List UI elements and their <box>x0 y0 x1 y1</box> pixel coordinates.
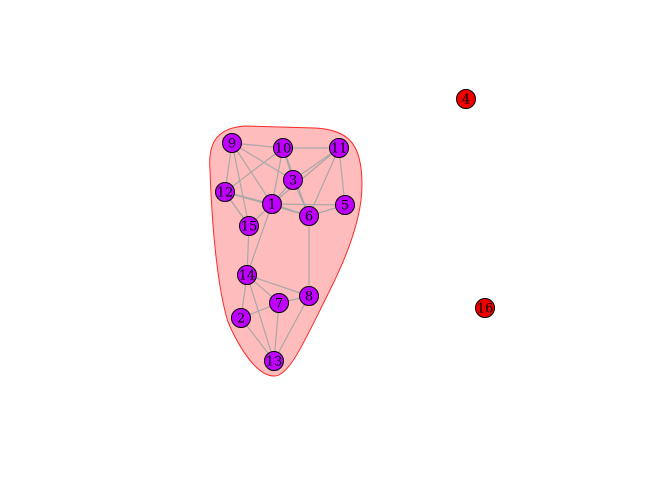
node-15: 15 <box>239 216 259 236</box>
node-label-7: 7 <box>275 297 283 312</box>
node-circle-7 <box>269 293 289 313</box>
node-8: 8 <box>299 286 319 306</box>
node-circle-8 <box>299 286 319 306</box>
node-13: 13 <box>264 351 284 371</box>
edge-9-1 <box>231 142 273 205</box>
node-circle-14 <box>237 265 257 285</box>
edge-9-3 <box>231 142 294 181</box>
node-label-3: 3 <box>289 174 297 189</box>
edge-8-13 <box>273 295 310 362</box>
node-circle-15 <box>239 216 259 236</box>
edge-1-14 <box>246 203 273 276</box>
node-16: 16 <box>475 298 495 318</box>
node-label-8: 8 <box>305 290 313 305</box>
node-12: 12 <box>215 182 235 202</box>
node-circle-4 <box>456 89 476 109</box>
edge-14-13 <box>246 274 275 362</box>
node-circle-10 <box>273 138 293 158</box>
node-circle-11 <box>329 138 349 158</box>
node-6: 6 <box>299 206 319 226</box>
node-label-16: 16 <box>477 302 494 317</box>
node-label-1: 1 <box>268 198 276 213</box>
node-14: 14 <box>237 265 257 285</box>
node-label-13: 13 <box>266 355 283 370</box>
node-label-14: 14 <box>239 269 256 284</box>
edge-11-1 <box>271 147 340 205</box>
node-label-12: 12 <box>217 186 234 201</box>
node-7: 7 <box>269 293 289 313</box>
node-10: 10 <box>273 138 293 158</box>
node-label-2: 2 <box>237 312 245 327</box>
node-11: 11 <box>329 138 349 158</box>
node-label-5: 5 <box>341 199 349 214</box>
edge-1-5 <box>271 203 346 206</box>
edge-9-15 <box>231 142 250 227</box>
node-label-10: 10 <box>275 142 292 157</box>
node-3: 3 <box>283 170 303 190</box>
node-4: 4 <box>456 89 476 109</box>
node-circle-9 <box>222 133 242 153</box>
node-circle-1 <box>262 194 282 214</box>
edge-14-8 <box>246 274 310 297</box>
node-1: 1 <box>262 194 282 214</box>
node-circle-13 <box>264 351 284 371</box>
node-5: 5 <box>335 195 355 215</box>
node-label-9: 9 <box>228 137 236 152</box>
node-label-15: 15 <box>241 220 258 235</box>
node-label-11: 11 <box>331 142 348 157</box>
node-label-4: 4 <box>462 93 470 108</box>
node-circle-16 <box>475 298 495 318</box>
node-circle-6 <box>299 206 319 226</box>
node-label-6: 6 <box>305 210 313 225</box>
node-9: 9 <box>222 133 242 153</box>
node-circle-2 <box>231 308 251 328</box>
node-circle-5 <box>335 195 355 215</box>
node-circle-12 <box>215 182 235 202</box>
node-circle-3 <box>283 170 303 190</box>
node-2: 2 <box>231 308 251 328</box>
edge-10-12 <box>224 147 284 193</box>
